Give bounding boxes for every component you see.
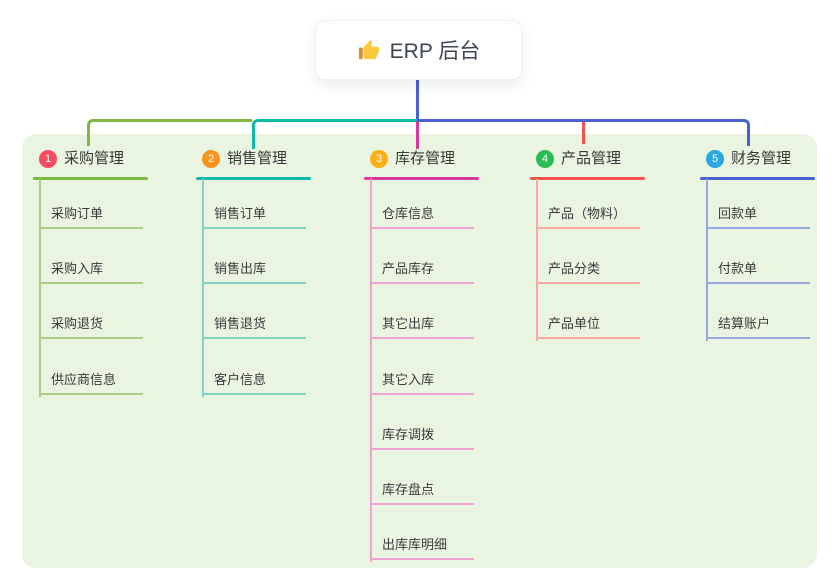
branch-title-label: 财务管理 [731,150,792,167]
child-node[interactable]: 销售订单 [202,201,306,229]
child-node[interactable]: 产品库存 [370,256,474,284]
child-node-label: 产品单位 [548,316,601,331]
child-node[interactable]: 回款单 [706,201,810,229]
connector-branch-3 [416,121,419,149]
child-node[interactable]: 采购订单 [39,201,143,229]
child-node-label: 供应商信息 [51,372,117,387]
connector-branch-5 [417,119,750,146]
child-node[interactable]: 出库库明细 [370,532,474,560]
child-node-label: 回款单 [718,206,758,221]
child-node-label: 其它出库 [382,316,435,331]
child-node[interactable]: 仓库信息 [370,201,474,229]
branch-underline [530,177,645,180]
child-node-label: 库存盘点 [382,482,435,497]
branch-number-badge: 1 [39,150,57,168]
child-node-label: 销售出库 [214,261,267,276]
branch-title-label: 产品管理 [561,150,622,167]
child-node[interactable]: 销售退货 [202,311,306,339]
branch-title-4[interactable]: 4 产品管理 [536,150,621,168]
branches-panel [22,134,817,568]
child-node-label: 采购订单 [51,206,104,221]
child-node-label: 采购退货 [51,316,104,331]
root-node[interactable]: ERP 后台 [315,20,522,80]
branch-trunk-line [706,179,708,341]
connector-branch-2 [252,119,417,149]
branch-title-2[interactable]: 2 销售管理 [202,150,287,168]
branch-number-badge: 2 [202,150,220,168]
branch-title-label: 销售管理 [227,150,288,167]
child-node-label: 销售退货 [214,316,267,331]
branch-number-badge: 5 [706,150,724,168]
branch-trunk-line [202,179,204,397]
connector-branch-1 [87,119,252,146]
branch-underline [700,177,815,180]
branch-trunk-line [536,179,538,341]
child-node-label: 产品（物料） [548,206,627,221]
child-node[interactable]: 产品分类 [536,256,640,284]
root-connector-line [416,79,419,120]
child-node-label: 仓库信息 [382,206,435,221]
thumbs-up-icon [358,39,379,59]
child-node[interactable]: 产品单位 [536,311,640,339]
child-node[interactable]: 产品（物料） [536,201,640,229]
child-node-label: 产品分类 [548,261,601,276]
child-node-label: 库存调拨 [382,427,435,442]
branch-title-3[interactable]: 3 库存管理 [370,150,455,168]
child-node[interactable]: 采购入库 [39,256,143,284]
child-node-label: 出库库明细 [382,537,448,552]
branch-title-1[interactable]: 1 采购管理 [39,150,124,168]
root-title: ERP 后台 [389,40,481,63]
branch-title-5[interactable]: 5 财务管理 [706,150,791,168]
branch-underline [364,177,479,180]
branch-number-badge: 3 [370,150,388,168]
child-node-label: 结算账户 [718,316,771,331]
child-node[interactable]: 库存调拨 [370,422,474,450]
branch-underline [33,177,148,180]
branch-title-label: 库存管理 [395,150,456,167]
child-node[interactable]: 销售出库 [202,256,306,284]
child-node-label: 产品库存 [382,261,435,276]
child-node-label: 其它入库 [382,372,435,387]
branch-underline [196,177,311,180]
child-node-label: 付款单 [718,261,758,276]
child-node[interactable]: 其它入库 [370,367,474,395]
child-node-label: 采购入库 [51,261,104,276]
child-node[interactable]: 库存盘点 [370,477,474,505]
child-node-label: 销售订单 [214,206,267,221]
child-node[interactable]: 采购退货 [39,311,143,339]
branch-title-label: 采购管理 [64,150,125,167]
branch-trunk-line [370,179,372,562]
branch-trunk-line [39,179,41,397]
child-node[interactable]: 客户信息 [202,367,306,395]
child-node-label: 客户信息 [214,372,267,387]
child-node[interactable]: 其它出库 [370,311,474,339]
child-node[interactable]: 供应商信息 [39,367,143,395]
connector-branch-4 [582,121,585,144]
child-node[interactable]: 结算账户 [706,311,810,339]
child-node[interactable]: 付款单 [706,256,810,284]
branch-number-badge: 4 [536,150,554,168]
